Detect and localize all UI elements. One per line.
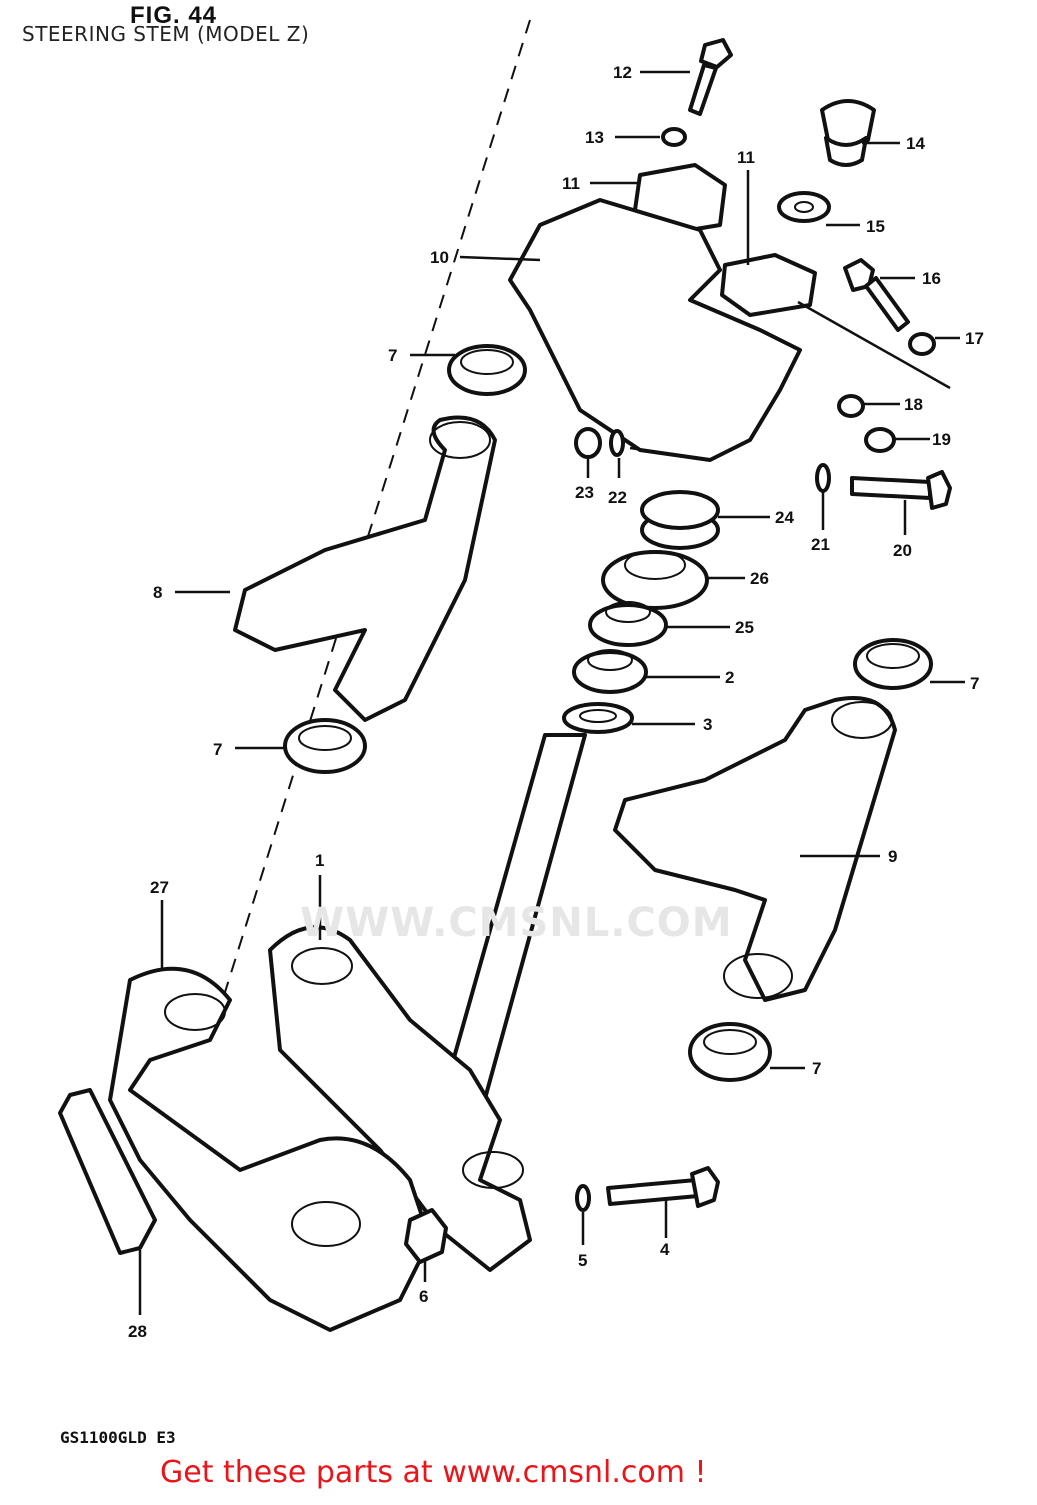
callout-2: 2 [725, 668, 734, 687]
promo-link[interactable]: Get these parts at www.cmsnl.com ! [160, 1455, 707, 1490]
cap-nut-19 [864, 427, 896, 453]
grommet-7-left [283, 718, 367, 774]
callout-8: 8 [153, 583, 162, 602]
lower-bracket-1-ring-left [291, 947, 353, 985]
figure-number: FIG. 44 [130, 2, 218, 29]
callout-16: 16 [922, 269, 941, 288]
washer-18 [837, 394, 865, 418]
callout-6: 6 [419, 1287, 428, 1306]
bracket-9 [613, 696, 897, 1002]
race-2 [572, 649, 648, 694]
callout-27: 27 [150, 878, 169, 897]
axis-line [209, 19, 531, 1041]
callout-21: 21 [811, 535, 830, 554]
under-cover-27-ring-top [164, 993, 226, 1031]
washer-15-hole [794, 201, 814, 213]
callout-labels: 12 13 14 11 11 15 10 16 17 7 18 19 23 22… [128, 63, 984, 1341]
bracket-9-ring-top [831, 701, 893, 739]
nut-23 [574, 427, 602, 459]
callout-7: 7 [970, 674, 979, 693]
bearing-25 [588, 601, 668, 647]
callout-22: 22 [608, 488, 627, 507]
bolt-12 [688, 38, 733, 116]
washer-22 [609, 429, 625, 457]
callout-4: 4 [660, 1240, 670, 1259]
callout-14: 14 [906, 134, 925, 153]
bracket-8-ring [429, 421, 491, 459]
callout-12: 12 [613, 63, 632, 82]
model-code: GS1100GLD E3 [60, 1428, 176, 1447]
figure-title: STEERING STEM (MODEL Z) [22, 22, 310, 46]
callout-28: 28 [128, 1322, 147, 1341]
callout-17: 17 [965, 329, 984, 348]
leader-lines [138, 70, 965, 1315]
callout-18: 18 [904, 395, 923, 414]
callout-11: 11 [737, 148, 755, 167]
nut-24 [640, 490, 720, 550]
callout-5: 5 [578, 1251, 587, 1270]
callout-19: 19 [932, 430, 951, 449]
handlebar-holder-10 [508, 198, 802, 462]
callout-1: 1 [315, 851, 324, 870]
callout-13: 13 [585, 128, 604, 147]
callout-7: 7 [812, 1059, 821, 1078]
callout-25: 25 [735, 618, 754, 637]
bolt-20 [850, 470, 952, 510]
callout-15: 15 [866, 217, 885, 236]
callout-3: 3 [703, 715, 712, 734]
callout-24: 24 [775, 508, 794, 527]
lower-bracket-1-ring-right [462, 1151, 524, 1189]
grommet-7-right [853, 638, 933, 690]
bracket-8 [233, 415, 497, 722]
washer-5 [575, 1184, 591, 1212]
watermark-text: WWW.CMSNL.COM [300, 900, 733, 946]
nut-17 [908, 332, 936, 356]
grommet-7-bottom [688, 1022, 772, 1082]
bolt-4 [606, 1166, 720, 1208]
washer-21 [815, 463, 831, 493]
washer-13 [661, 127, 687, 147]
plate-28 [58, 1088, 157, 1255]
cap-14 [820, 99, 876, 167]
cover-26 [601, 550, 709, 610]
grommet-7-top [447, 344, 527, 396]
callout-20: 20 [893, 541, 912, 560]
callout-26: 26 [750, 569, 769, 588]
washer-15 [777, 191, 831, 223]
callout-7: 7 [213, 740, 222, 759]
callout-10: 10 [430, 248, 449, 267]
seal-3 [562, 702, 634, 734]
under-cover-27-ring-bottom [291, 1201, 361, 1247]
callout-9: 9 [888, 847, 897, 866]
callout-23: 23 [575, 483, 594, 502]
callout-11: 11 [562, 174, 580, 193]
clip-6 [404, 1208, 448, 1264]
bracket-9-ring-bottom [723, 953, 793, 999]
bolt-16 [843, 258, 910, 332]
holder-11-right [720, 253, 817, 317]
callout-7: 7 [388, 346, 397, 365]
